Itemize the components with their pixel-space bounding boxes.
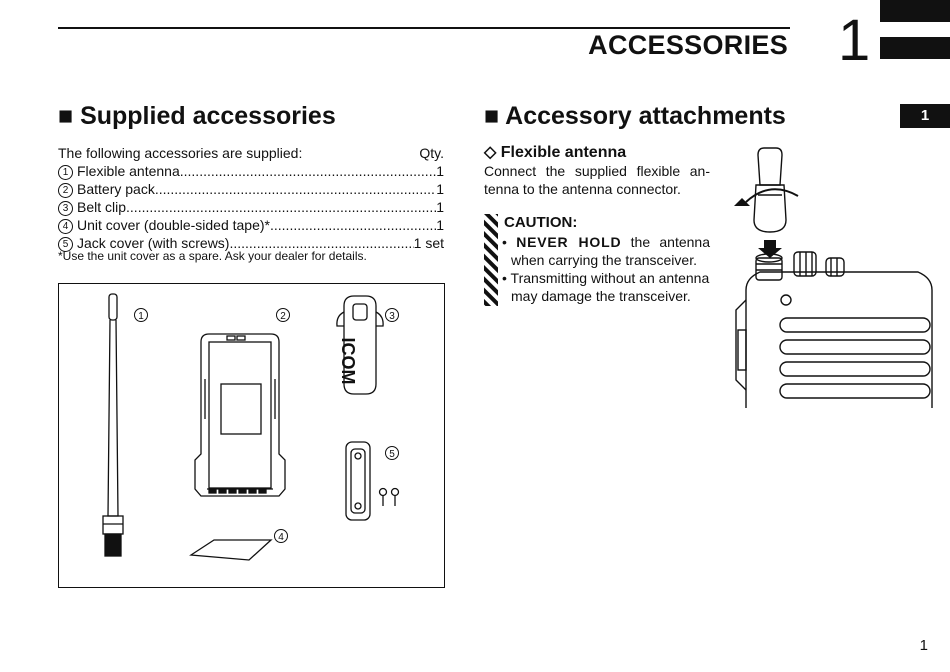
list-item: 4 Unit cover (double-sided tape)* 1 — [58, 216, 444, 234]
item-label: Belt clip — [77, 199, 127, 215]
caution-item: • Transmitting without an antenna may da… — [502, 270, 710, 304]
supplied-heading-text: Supplied accessories — [80, 102, 336, 130]
diamond-outline-icon: ◇ — [484, 144, 497, 161]
accessory-list: 1 Flexible antenna 1 2 Battery pack 1 3 Bel… — [58, 162, 444, 252]
svg-text:4: 4 — [278, 532, 284, 543]
flexible-antenna-subheading: ◇ Flexible antenna — [484, 142, 626, 162]
item-qty: 1 set — [413, 235, 444, 251]
flexible-antenna-drawing — [102, 293, 124, 557]
list-item: 3 Belt clip 1 — [58, 198, 444, 216]
supplied-intro-row: The following accessories are supplied: … — [58, 144, 444, 162]
chapter-tab-bar-top — [880, 0, 950, 22]
belt-clip-drawing — [336, 295, 384, 395]
callout-5: 5 — [385, 446, 399, 460]
instruction-line-2: tenna to the antenna connector. — [484, 181, 681, 197]
callout-3: 3 — [385, 308, 399, 322]
caution-stripe-icon — [484, 214, 498, 306]
item-label: Jack cover (with screws) — [77, 235, 230, 251]
leader-dots — [155, 180, 436, 198]
item-qty: 1 — [436, 217, 444, 233]
unit-cover-drawing — [189, 539, 273, 561]
leader-dots — [126, 198, 436, 216]
accessories-figure: ICOM 1 2 3 4 5 — [58, 283, 445, 588]
callout-1: 1 — [134, 308, 148, 322]
item-label: Flexible antenna — [77, 163, 180, 179]
item-number-circle: 2 — [58, 183, 73, 198]
header-rule — [58, 27, 790, 29]
leader-dots — [180, 162, 436, 180]
unit-cover-note: *Use the unit cover as a spare. Ask your… — [58, 249, 367, 263]
side-chapter-tab: 1 — [900, 104, 950, 128]
jack-cover-drawing — [345, 441, 371, 521]
square-bullet-icon: ■ — [484, 102, 500, 130]
caution-line-2: may damage the transceiver. — [511, 288, 691, 304]
caution-line: the antenna — [621, 234, 710, 250]
antenna-instruction: Connect the supplied flexible an- tenna … — [484, 162, 710, 198]
svg-text:5: 5 — [389, 449, 395, 460]
item-label: Battery pack — [77, 181, 155, 197]
caution-line: Transmitting without an antenna — [510, 270, 710, 286]
supplied-intro: The following accessories are supplied: — [58, 145, 303, 161]
supplied-accessories-heading: ■ Supplied accessories — [58, 102, 336, 131]
chapter-number: 1 — [838, 8, 871, 73]
item-number-circle: 3 — [58, 201, 73, 216]
item-qty: 1 — [436, 199, 444, 215]
accessories-illustration: ICOM 1 2 3 4 5 — [102, 293, 400, 561]
belt-clip-logo: ICOM — [338, 338, 358, 385]
screws-drawing — [378, 487, 400, 506]
caution-emphasis: NEVER HOLD — [516, 234, 622, 250]
list-item: 5 Jack cover (with screws) 1 set — [58, 234, 444, 252]
svg-text:3: 3 — [389, 311, 395, 322]
caution-item: • NEVER HOLD the antenna when carrying t… — [502, 234, 710, 268]
subheading-text: Flexible antenna — [500, 144, 627, 161]
chapter-tab-bar-bottom — [880, 37, 950, 59]
chapter-title: ACCESSORIES — [588, 30, 788, 60]
page-number: 1 — [919, 637, 928, 654]
caution-line-2: when carrying the transceiver. — [511, 252, 697, 268]
antenna-attachment-illustration — [734, 147, 933, 408]
leader-dots — [270, 216, 436, 234]
battery-pack-drawing — [194, 333, 286, 497]
list-item: 1 Flexible antenna 1 — [58, 162, 444, 180]
accessory-attachments-heading: ■ Accessory attachments — [484, 102, 786, 131]
svg-text:1: 1 — [138, 311, 144, 322]
item-qty: 1 — [436, 163, 444, 179]
item-qty: 1 — [436, 181, 444, 197]
square-bullet-icon: ■ — [58, 102, 74, 130]
callout-4: 4 — [274, 529, 288, 543]
caution-title: CAUTION: — [504, 214, 578, 231]
caution-list: • NEVER HOLD the antenna when carrying t… — [502, 233, 710, 305]
item-label: Unit cover (double-sided tape)* — [77, 217, 270, 233]
attachments-heading-text: Accessory attachments — [505, 102, 786, 130]
callout-2: 2 — [276, 308, 290, 322]
qty-header: Qty. — [419, 145, 444, 161]
item-number-circle: 5 — [58, 237, 73, 252]
list-item: 2 Battery pack 1 — [58, 180, 444, 198]
item-number-circle: 4 — [58, 219, 73, 234]
item-number-circle: 1 — [58, 165, 73, 180]
instruction-line-1: Connect the supplied flexible an- — [484, 163, 710, 179]
svg-text:2: 2 — [280, 311, 286, 322]
